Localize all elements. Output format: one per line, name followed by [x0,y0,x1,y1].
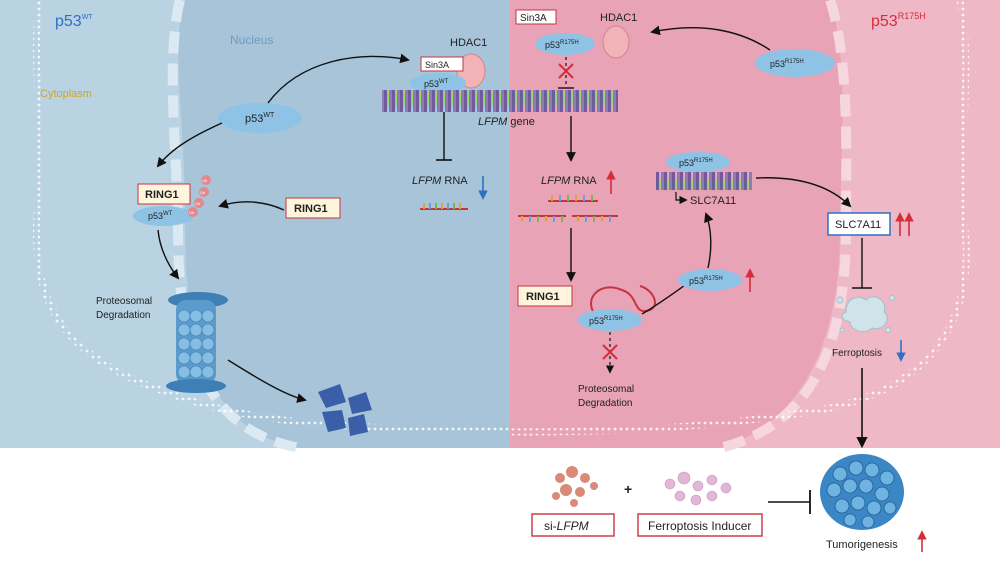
lfpm-rna-label-right: LFPM RNA [541,175,597,187]
arrow-ring1-to-cytoplasm [218,199,285,211]
p53mut-cytoplasm-label: p53R175H [770,59,804,69]
rna-strands-right [518,195,618,222]
blocked-degradation-cross-icon [602,344,618,360]
dna-left [382,90,510,112]
left-title: p53WT [55,13,93,30]
degradation-label-right: Degradation [578,398,632,409]
p53wt-ub-label: p53WT [148,211,173,221]
p53mut-ring1-protein [578,309,642,331]
slc7a11-box [827,212,891,236]
si-lfpm-particles-icon [552,466,598,507]
degraded-fragments-icon [318,384,372,436]
sin3a-label-right: Sin3A [520,13,547,24]
ubiquitin-chain: Ub Ub Ub Ub [188,175,211,217]
p53mut-slc-label: p53R175H [679,158,713,168]
p53wt-free-label: p53WT [245,112,275,125]
p53mut-stabilized-label: p53R175H [689,276,723,286]
transcription-start-arrow [675,192,688,205]
plus-sign: + [624,481,632,497]
slc7a11-gene-label: SLC7A11 [690,195,736,207]
p53mut-cytoplasm-protein [755,49,835,77]
ferroptosis-inducer-particles-icon [664,471,732,506]
ferroptosis-inducer-label: Ferroptosis Inducer [648,519,751,533]
p53wt-cytoplasm-protein [218,103,302,133]
arrow-p53mut-to-complex [650,25,771,51]
nucleus-label: Nucleus [230,33,273,47]
svg-text:Ub: Ub [195,201,201,206]
si-lfpm-box [531,513,615,537]
svg-text:Ub: Ub [202,178,208,183]
ring1-label-right: RING1 [526,291,560,303]
proteosomal-label-right: Proteosomal [578,384,634,395]
hdac1-label-right: HDAC1 [600,12,637,24]
left-nuclear-envelope [167,0,301,453]
sin3a-label-left: Sin3A [425,60,449,70]
rna-strand-left [420,203,468,210]
dna-slc7a11 [656,172,752,190]
lfpm-gene-label: LFPM gene [478,116,535,128]
p53mut-stabilized-protein [678,269,742,291]
dna-right [510,90,618,112]
ring1-box-cytoplasm [137,183,191,205]
arrow-to-fragments [227,359,307,403]
hdac1-label-left: HDAC1 [450,37,487,49]
arrow-p53wt-to-complex [267,53,410,104]
arrow-p53-to-slc7a11-gene [704,212,714,269]
ring1-box-right [517,285,573,307]
svg-text:Ub: Ub [200,190,206,195]
ferroptotic-cell-icon [836,295,895,333]
proteosomal-label-left: Proteosomal [96,296,152,307]
p53mut-slc-protein [666,152,730,172]
p53mut-ring1-label: p53R175H [589,316,623,326]
arrow-p53wt-to-ring1 [156,122,223,168]
cytoplasm-label: Cytoplasm [40,88,92,100]
ferroptosis-label: Ferroptosis [832,348,882,359]
proteasome-icon [166,292,228,393]
right-cell-membrane [509,0,970,436]
ring1-label-nucleus: RING1 [294,203,328,215]
tumorigenesis-label: Tumorigenesis [826,539,898,551]
p53wt-bound-label: p53WT [424,79,449,89]
p53mut-top-protein [535,33,595,55]
degradation-label-left: Degradation [96,310,150,321]
arrow-to-slc7a11-protein [755,177,852,208]
lfpm-rna-label-left: LFPM RNA [412,175,468,187]
p53wt-bound-left [410,73,466,93]
ring1-label-cytoplasm: RING1 [145,189,179,201]
svg-text:Ub: Ub [189,210,195,215]
si-lfpm-label: si-LFPM [544,519,589,533]
lfpm-rna-loop-icon [590,285,656,319]
blocked-binding-cross-icon [558,63,574,79]
right-title: p53R175H [871,11,926,30]
slc7a11-box-label: SLC7A11 [835,219,881,231]
p53mut-top-label: p53R175H [545,40,579,50]
left-cell-membrane [32,0,511,434]
ring1-box-nucleus [285,197,341,219]
ferroptosis-inducer-box [637,513,763,537]
p53wt-ubiquitinated [133,206,193,226]
arrow-to-proteasome [157,229,180,280]
sin3a-box-left [420,56,464,72]
sin3a-box-right [515,9,557,25]
tumor-cluster-icon [820,454,904,530]
hdac1-protein-right [602,25,630,59]
